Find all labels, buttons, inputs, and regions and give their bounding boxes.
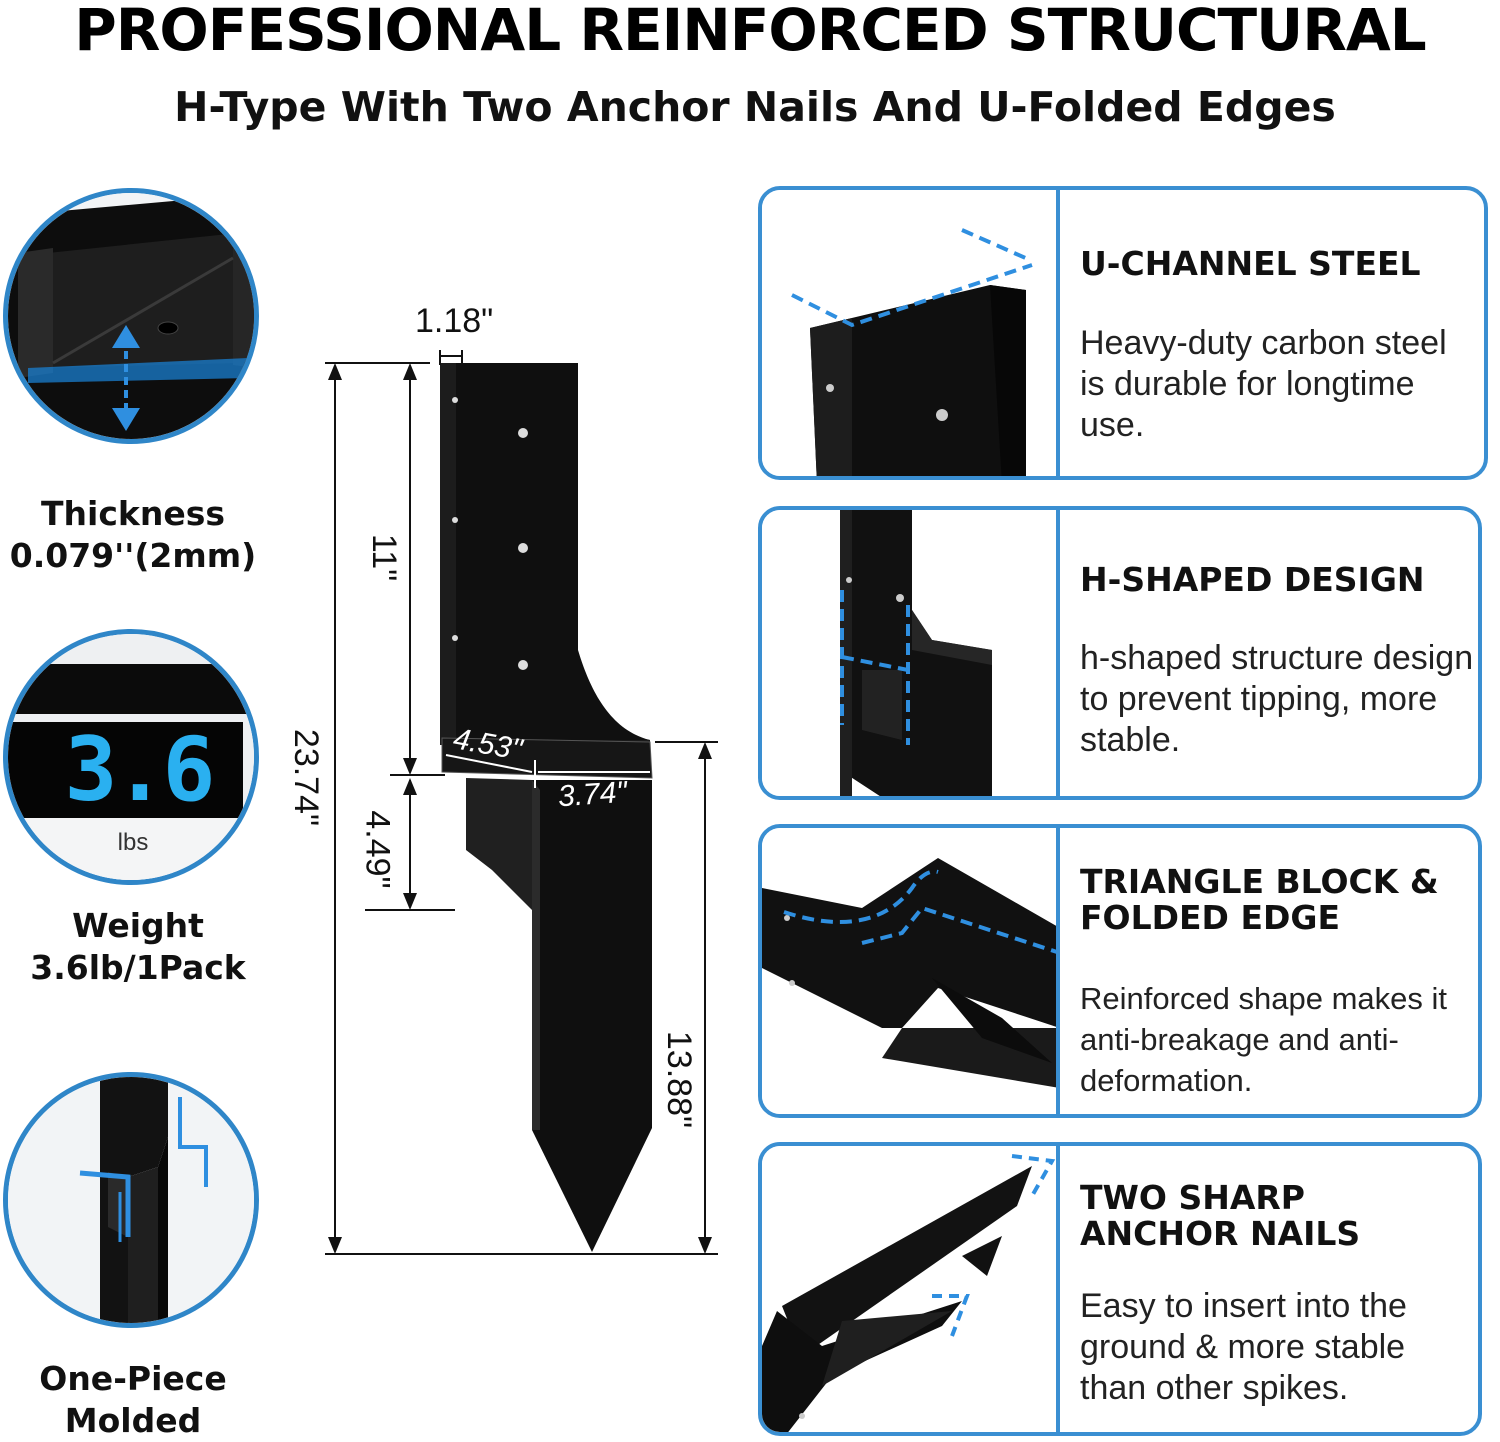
dim-upper-height: 11" <box>365 533 404 582</box>
thickness-caption: Thickness 0.079''(2mm) <box>9 494 257 575</box>
dim-total-height: 23.74" <box>287 728 326 827</box>
feature-title-triangle-block: TRIANGLE BLOCK & FOLDED EDGE <box>1080 862 1439 937</box>
feature-image-triangle-block <box>762 828 1060 1114</box>
one-piece-badge <box>3 1072 259 1328</box>
feature-card-u-channel: U-CHANNEL STEEL Heavy-duty carbon steel … <box>758 186 1488 480</box>
weight-badge: 3.6 lbs <box>3 629 259 885</box>
stake-drawing <box>325 350 718 1255</box>
dim-lower-block: 4.49" <box>358 810 397 889</box>
h-shaped-design-icon <box>840 510 992 796</box>
page-title: PROFESSIONAL REINFORCED STRUCTURAL <box>74 0 1426 64</box>
thickness-badge <box>3 188 259 444</box>
page-subtitle: H-Type With Two Anchor Nails And U-Folde… <box>174 83 1336 131</box>
feature-image-anchor-nails <box>762 1146 1060 1432</box>
anchor-nails-icon <box>762 1154 1056 1432</box>
feature-desc-h-shaped: h-shaped structure design to prevent tip… <box>1080 639 1474 759</box>
u-channel-steel-icon <box>791 228 1033 476</box>
one-piece-stake-icon <box>8 1077 254 1323</box>
one-piece-caption: One-Piece Molded <box>39 1359 227 1440</box>
stake-dimension-diagram: 1.18" 11" 23.74" 4.49" 13.88" 4.53" 3.74… <box>270 290 740 1275</box>
dim-width-top: 1.18" <box>415 302 494 340</box>
weight-display-value: 3.6 <box>64 718 216 821</box>
feature-card-anchor-nails: TWO SHARP ANCHOR NAILS Easy to insert in… <box>758 1142 1482 1436</box>
feature-card-triangle-block: TRIANGLE BLOCK & FOLDED EDGE Reinforced … <box>758 824 1482 1118</box>
feature-title-anchor-nails: TWO SHARP ANCHOR NAILS <box>1080 1178 1361 1253</box>
weight-caption: Weight 3.6lb/1Pack <box>30 906 246 987</box>
dim-spike-length: 13.88" <box>660 1030 699 1129</box>
feature-title-h-shaped: H-SHAPED DESIGN <box>1080 560 1425 599</box>
feature-image-u-channel <box>762 190 1060 476</box>
weight-unit: lbs <box>117 829 149 856</box>
dim-base-width: 3.74" <box>556 775 629 814</box>
feature-title-u-channel: U-CHANNEL STEEL <box>1080 244 1421 283</box>
triangle-block-icon <box>762 858 1056 1088</box>
feature-desc-triangle-block: Reinforced shape makes it anti-breakage … <box>1080 981 1448 1098</box>
feature-card-h-shaped: H-SHAPED DESIGN h-shaped structure desig… <box>758 506 1482 800</box>
feature-desc-anchor-nails: Easy to insert into the ground & more st… <box>1080 1287 1407 1407</box>
feature-image-h-shaped <box>762 510 1060 796</box>
scale-display-icon <box>8 634 254 880</box>
feature-desc-u-channel: Heavy-duty carbon steel is durable for l… <box>1080 324 1447 444</box>
u-channel-closeup-icon <box>8 193 254 439</box>
